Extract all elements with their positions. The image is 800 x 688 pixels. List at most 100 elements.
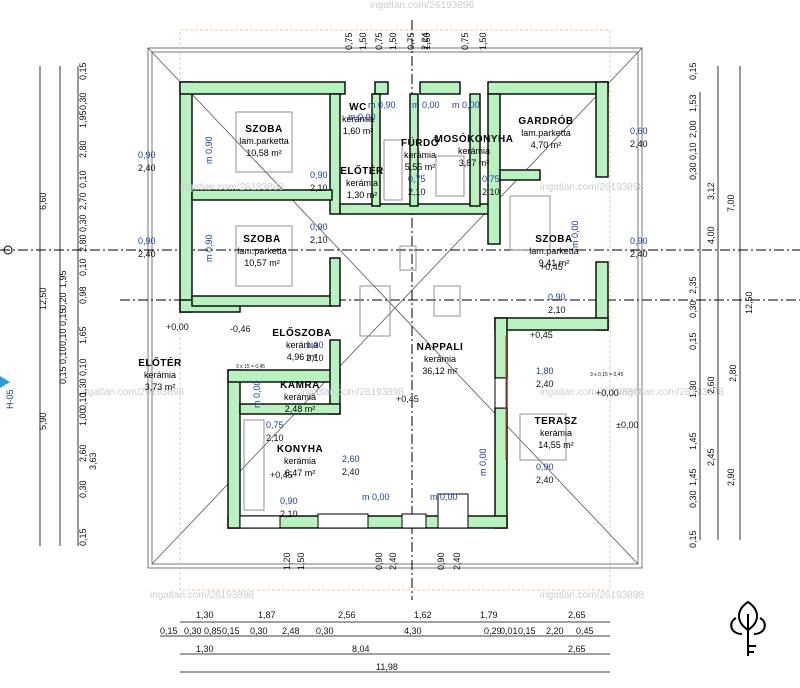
bottom-dim-row2: 0,15 <box>518 626 536 636</box>
top-dim: 0,75 <box>406 32 416 50</box>
left-mid-dim: 1,95 <box>58 270 68 288</box>
room-area: 4,70 m² <box>531 140 562 150</box>
room-floor: kerámia <box>424 354 456 364</box>
right-dim: 2,00 <box>688 120 698 138</box>
right-dim: 0,15 <box>688 332 698 350</box>
bottom-dim-row2: 0,29 <box>484 626 502 636</box>
bottom-opening-dim: 0,90 <box>374 552 384 570</box>
bottom-dim-row2: 0,15 <box>160 626 178 636</box>
opening-height: 2,10 <box>408 187 426 197</box>
opening-label: 0,90 2,40 <box>138 150 156 173</box>
right-outer-dim: 12,50 <box>744 291 754 314</box>
opening-label: 0,902,10 <box>280 496 298 519</box>
room-area: 6,47 m² <box>285 468 316 478</box>
left-dim: 0,10 <box>78 170 88 188</box>
right-outer-dim: 7,00 <box>726 194 736 212</box>
room-area: 10,58 m² <box>246 148 282 158</box>
opening-width: 0,90 <box>310 170 328 180</box>
left-outer-dim: 5,90 <box>38 412 48 430</box>
opening-label: 1,802,40 <box>536 366 554 389</box>
opening-height: 2,40 <box>138 163 156 173</box>
bottom-opening-dim: 2,40 <box>452 552 462 570</box>
sill-label: m 0,90 <box>204 234 214 262</box>
top-dim: 2,24 <box>420 32 430 50</box>
opening-height: 2,10 <box>310 235 328 245</box>
opening-width: 0,90 <box>138 236 156 246</box>
right-dim: 0,30 <box>688 490 698 508</box>
left-dim: 2,70 <box>78 192 88 210</box>
left-dim: 2,80 <box>78 234 88 252</box>
bottom-dim-row2: 2,20 <box>546 626 564 636</box>
right-dim: 1,45 <box>688 432 698 450</box>
stair-note-1: 3 x 15 = 0,45 <box>236 364 265 370</box>
bottom-dim-row1: 1,87 <box>258 610 276 620</box>
right-dim: 1,53 <box>688 94 698 112</box>
opening-label: 1,002,10 <box>306 340 324 363</box>
opening-label: 0,902,40 <box>536 462 554 485</box>
opening-width: 0,90 <box>138 150 156 160</box>
left-dim: 1,95 <box>78 110 88 128</box>
section-marker: H-05 <box>0 376 15 409</box>
right-dim: 1,30 <box>688 380 698 398</box>
room-floor: kerámia <box>342 114 374 124</box>
bottom-dim-row3: 1,30 <box>196 644 214 654</box>
opening-height: 2,40 <box>536 379 554 389</box>
left-mid-dim: 0,15 <box>58 308 68 326</box>
left-dim: 0,30 <box>78 214 88 232</box>
sill-label: m 0,00 <box>362 492 390 502</box>
room-floor: lam.parketta <box>237 246 287 256</box>
bottom-dim-row2: 4,30 <box>404 626 422 636</box>
left-mid-dim: 0,20 <box>58 292 68 310</box>
bottom-dim-row2: 0,85 <box>204 626 222 636</box>
room-name: TERASZ <box>535 416 578 427</box>
oak-leaf-key-logo <box>730 600 766 656</box>
right-mid-dim: 2,60 <box>706 376 716 394</box>
opening-height: 2,10 <box>280 509 298 519</box>
room-floor: kerámia <box>458 146 490 156</box>
level-mark: -0,46 <box>230 324 251 334</box>
room-name: SZOBA <box>243 234 281 245</box>
room-area: 4,96 m² <box>287 352 318 362</box>
right-dim: 0,15 <box>688 530 698 548</box>
room-floor: kerámia <box>404 150 436 160</box>
right-mid-dim: 3,12 <box>706 182 716 200</box>
room-area: 1,30 m² <box>347 190 378 200</box>
section-mark-label: H-05 <box>5 389 15 409</box>
level-mark: +0,00 <box>166 322 189 332</box>
right-dim: 0,10 <box>688 142 698 160</box>
bottom-dim-row1: 1,62 <box>414 610 432 620</box>
opening-width: 0,75 <box>266 420 284 430</box>
left-dim: 0,15 <box>78 528 88 546</box>
level-mark: +0,45 <box>530 330 553 340</box>
opening-label: 0,902,40 <box>138 236 156 259</box>
opening-width: 0,60 <box>630 126 648 136</box>
bottom-dim-row1: 2,65 <box>568 610 586 620</box>
watermark-text: ingatlan.com/26193898 <box>300 387 404 398</box>
room-name: FÜRDŐ <box>401 136 439 149</box>
right-mid-dim: 2,90 <box>726 468 736 486</box>
opening-width: 0,90 <box>630 236 648 246</box>
bottom-dim-row2: 0,30 <box>250 626 268 636</box>
room-area: 2,48 m² <box>285 404 316 414</box>
opening-height: 2,10 <box>266 433 284 443</box>
sill-label: m 0,90 <box>368 100 396 110</box>
watermark-text: ingatlan.com/26193898 <box>180 182 284 193</box>
sill-label: m 0,00 <box>570 220 580 248</box>
opening-height: 2,40 <box>536 475 554 485</box>
opening-width: 0,75 <box>482 174 500 184</box>
room-floor: lam.parketta <box>239 136 289 146</box>
walls <box>179 81 609 529</box>
right-outer-dim: 2,80 <box>728 364 738 382</box>
right-dim: 1,45 <box>688 468 698 486</box>
left-dim: 0,30 <box>78 480 88 498</box>
left-dim: 0,30 <box>78 92 88 110</box>
room-name: MOSÓKONYHA <box>435 132 514 145</box>
opening-width: 1,00 <box>306 340 324 350</box>
